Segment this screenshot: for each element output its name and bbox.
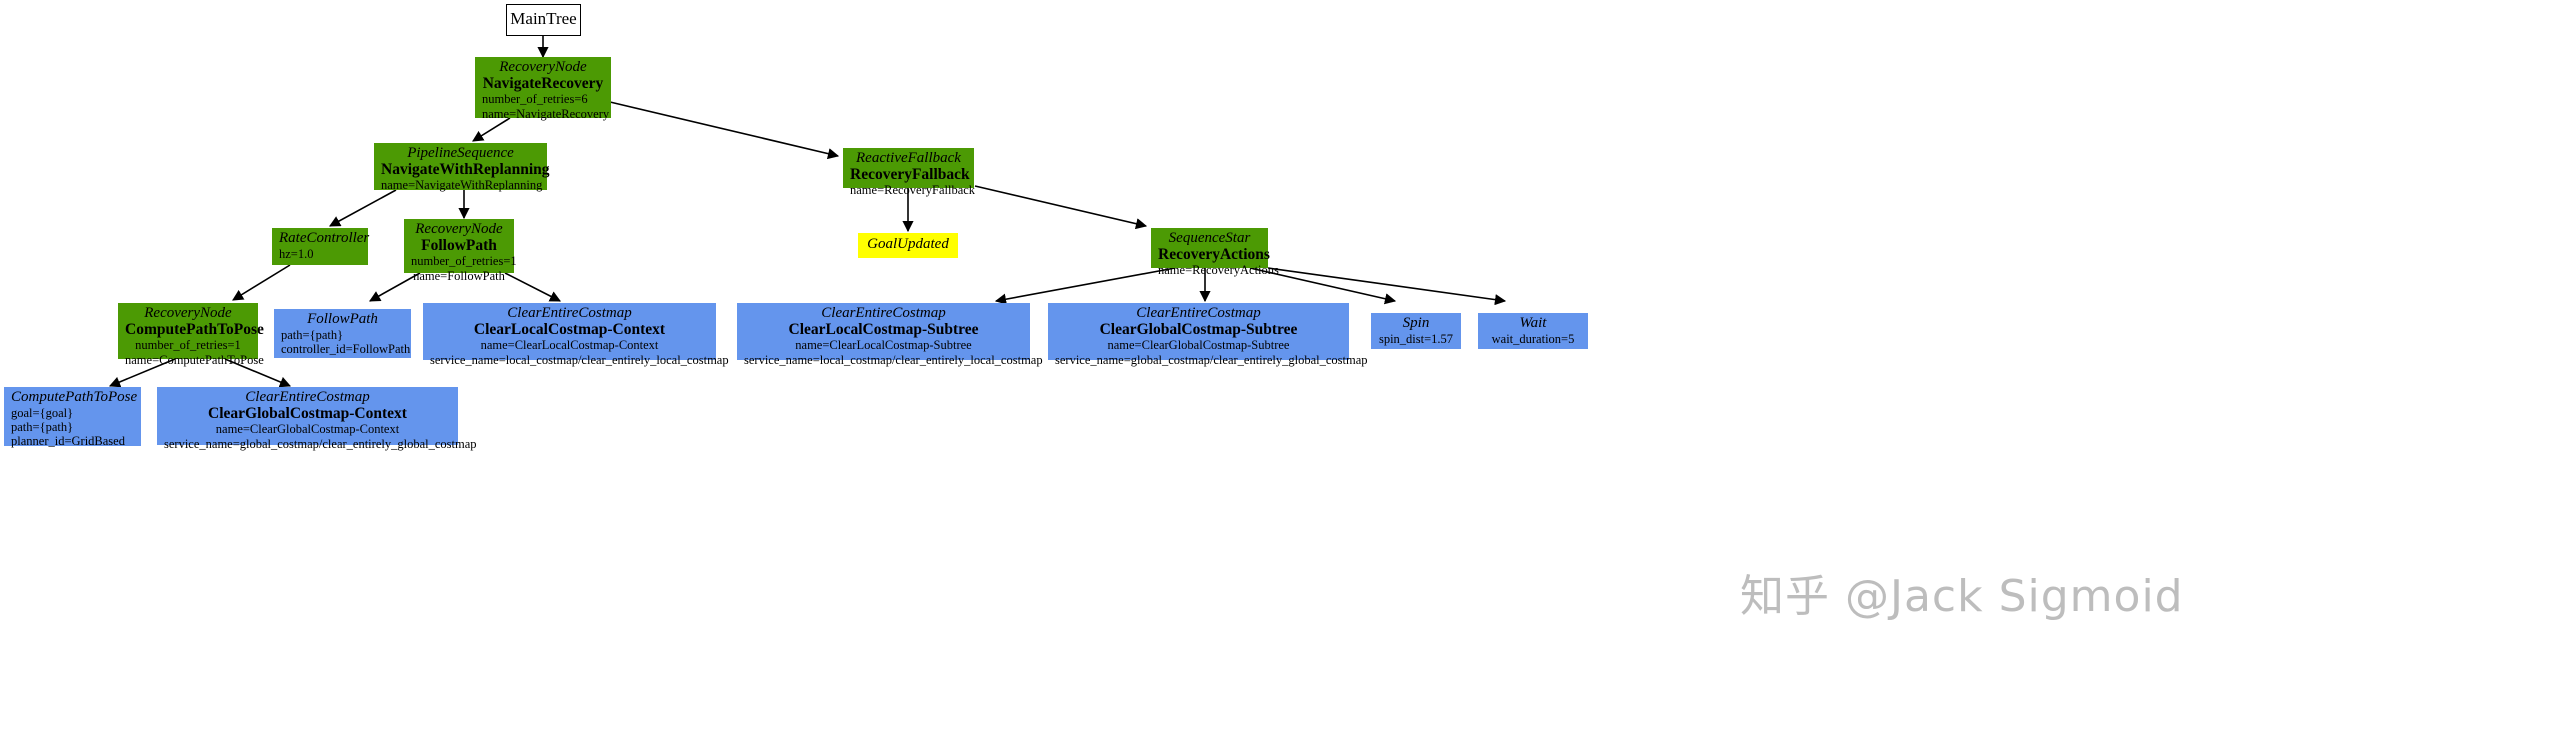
node-main-tree[interactable]: MainTree — [506, 4, 581, 36]
watermark: 知乎 @Jack Sigmoid — [1740, 571, 2184, 622]
edge-followpath-clearlocalcostmapcontext — [504, 272, 561, 302]
node-follow-path-action-type: FollowPath — [307, 311, 378, 327]
node-wait-type: Wait — [1519, 315, 1547, 331]
node-spin[interactable]: Spin spin_dist=1.57 — [1371, 313, 1461, 349]
node-wait-params: wait_duration=5 — [1491, 331, 1575, 346]
node-compute-path-to-pose-recovery-name: ComputePathToPose — [125, 320, 264, 338]
node-wait[interactable]: Wait wait_duration=5 — [1478, 313, 1588, 349]
node-navigate-with-replanning-name: NavigateWithReplanning — [381, 160, 550, 178]
node-navigate-with-replanning[interactable]: PipelineSequence NavigateWithReplanning … — [374, 143, 550, 193]
node-clear-local-costmap-context-type: ClearEntireCostmap — [507, 305, 632, 321]
node-clear-global-costmap-subtree-name: ClearGlobalCostmap-Subtree — [1099, 320, 1298, 338]
node-compute-path-to-pose-recovery[interactable]: RecoveryNode ComputePathToPose number_of… — [118, 303, 264, 367]
node-clear-global-costmap-subtree[interactable]: ClearEntireCostmap ClearGlobalCostmap-Su… — [1048, 303, 1368, 367]
node-goal-updated[interactable]: GoalUpdated — [858, 233, 958, 258]
node-main-tree-title: MainTree — [510, 9, 577, 29]
node-follow-path-recovery-type: RecoveryNode — [415, 221, 503, 237]
node-clear-global-costmap-context[interactable]: ClearEntireCostmap ClearGlobalCostmap-Co… — [157, 387, 477, 451]
node-follow-path-recovery-name: FollowPath — [421, 236, 497, 254]
edge-recoveryactions-wait — [1267, 267, 1507, 306]
node-compute-path-to-pose-action[interactable]: ComputePathToPose goal={goal}path={path}… — [4, 387, 141, 449]
node-compute-path-to-pose-action-params: goal={goal}path={path}planner_id=GridBas… — [11, 405, 125, 449]
edge-recoveryfallback-recoveryactions — [974, 185, 1148, 230]
node-recovery-fallback-name: RecoveryFallback — [850, 165, 970, 183]
node-clear-local-costmap-context[interactable]: ClearEntireCostmap ClearLocalCostmap-Con… — [423, 303, 729, 367]
node-clear-local-costmap-subtree[interactable]: ClearEntireCostmap ClearLocalCostmap-Sub… — [737, 303, 1043, 367]
edge-navigaterecovery-recoveryfallback — [609, 101, 840, 160]
edge-recoveryactions-clearlocalcostmapsubtree — [994, 267, 1176, 305]
node-navigate-recovery-type: RecoveryNode — [499, 59, 587, 75]
node-recovery-fallback-type: ReactiveFallback — [856, 150, 961, 166]
node-follow-path-action-params: path={path}controller_id=FollowPath — [281, 327, 411, 357]
node-clear-local-costmap-subtree-type: ClearEntireCostmap — [821, 305, 946, 321]
node-clear-local-costmap-context-name: ClearLocalCostmap-Context — [473, 320, 666, 338]
node-recovery-actions-name: RecoveryActions — [1158, 245, 1270, 263]
node-recovery-fallback[interactable]: ReactiveFallback RecoveryFallback name=R… — [843, 148, 975, 197]
node-goal-updated-type: GoalUpdated — [867, 236, 949, 253]
node-navigate-recovery-name: NavigateRecovery — [482, 74, 604, 92]
node-recovery-fallback-params: name=RecoveryFallback — [850, 183, 976, 198]
node-clear-global-costmap-context-name: ClearGlobalCostmap-Context — [208, 404, 407, 422]
node-clear-global-costmap-subtree-type: ClearEntireCostmap — [1136, 305, 1261, 321]
node-recovery-actions-type: SequenceStar — [1168, 230, 1251, 246]
edge-navigaterecovery-navigatewithreplanning — [472, 117, 511, 142]
node-clear-global-costmap-context-type: ClearEntireCostmap — [245, 389, 370, 405]
node-navigate-with-replanning-params: name=NavigateWithReplanning — [381, 178, 543, 193]
node-compute-path-to-pose-action-type: ComputePathToPose — [11, 389, 138, 405]
node-spin-params: spin_dist=1.57 — [1378, 331, 1454, 346]
node-recovery-actions[interactable]: SequenceStar RecoveryActions name=Recove… — [1151, 228, 1279, 277]
node-rate-controller[interactable]: RateController hz=1.0 — [272, 228, 370, 265]
node-clear-local-costmap-subtree-name: ClearLocalCostmap-Subtree — [788, 320, 979, 338]
node-follow-path-action[interactable]: FollowPath path={path}controller_id=Foll… — [274, 309, 411, 358]
edge-ratecontroller-computepathtopose — [232, 264, 291, 301]
node-navigate-recovery[interactable]: RecoveryNode NavigateRecovery number_of_… — [475, 57, 611, 121]
node-spin-type: Spin — [1402, 315, 1430, 331]
node-recovery-actions-params: name=RecoveryActions — [1158, 263, 1279, 278]
node-rate-controller-params: hz=1.0 — [279, 246, 314, 261]
edge-navigatewithreplanning-ratecontroller — [329, 189, 397, 227]
node-navigate-with-replanning-type: PipelineSequence — [407, 145, 514, 161]
node-rate-controller-type: RateController — [279, 230, 370, 246]
node-compute-path-to-pose-recovery-type: RecoveryNode — [144, 305, 232, 321]
node-follow-path-recovery[interactable]: RecoveryNode FollowPath number_of_retrie… — [404, 219, 517, 283]
